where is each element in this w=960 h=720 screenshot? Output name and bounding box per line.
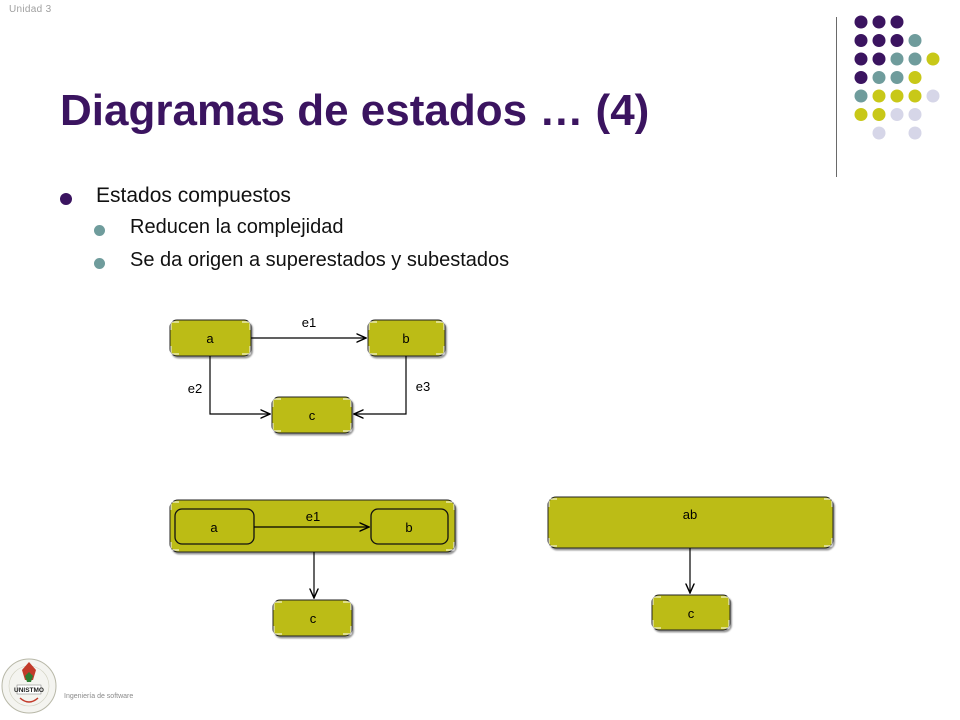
sub-bullet-dot-icon xyxy=(94,258,105,269)
decorative-dot xyxy=(908,108,922,121)
decorative-dot xyxy=(872,15,886,29)
unistmo-logo: UNISTMO xyxy=(1,658,57,714)
decorative-dot xyxy=(872,126,886,140)
state-a-label: a xyxy=(206,331,214,346)
decorative-dot xyxy=(908,89,922,103)
decorative-dot xyxy=(854,89,868,103)
substate-b: b xyxy=(370,508,449,545)
bullet-dot-icon xyxy=(60,193,72,205)
decorative-dot xyxy=(854,34,868,47)
state-c-label: c xyxy=(310,611,317,626)
substate-a-label: a xyxy=(210,520,218,535)
logo-text: UNISTMO xyxy=(14,687,44,694)
footer-course-name: Ingeniería de software xyxy=(64,693,134,700)
superstate-ab: ab xyxy=(547,496,834,549)
decorative-dot xyxy=(890,34,904,47)
superstate-ab-label: ab xyxy=(683,507,697,522)
state-c: c xyxy=(272,599,353,637)
diagram-flat: a b c e1 e2 e3 xyxy=(169,315,446,434)
decorative-dot xyxy=(872,71,886,84)
transition-label: e1 xyxy=(306,509,320,524)
bullet-text: Estados compuestos xyxy=(96,184,291,207)
decorative-dot xyxy=(908,71,922,84)
diagram-superstate-collapsed: ab c xyxy=(547,496,834,631)
decorative-dot xyxy=(854,15,868,29)
transition-arrow xyxy=(354,356,407,414)
transition-label: e3 xyxy=(416,379,430,394)
decorative-dot xyxy=(854,71,868,84)
decorative-dot xyxy=(890,52,904,66)
decorative-dot xyxy=(908,34,922,47)
decorative-dot xyxy=(890,15,904,29)
slide-title: Diagramas de estados … (4) xyxy=(60,86,650,135)
decorative-divider xyxy=(836,17,837,177)
transition-label: e1 xyxy=(302,315,316,330)
state-c: c xyxy=(271,396,353,434)
state-b-label: b xyxy=(402,331,409,346)
sub-bullet-text: Se da origen a superestados y subestados xyxy=(130,249,510,271)
decorative-dot xyxy=(854,52,868,66)
state-a: a xyxy=(169,319,252,357)
sub-bullet-dot-icon xyxy=(94,225,105,236)
decorative-dot xyxy=(872,34,886,47)
decorative-dot xyxy=(872,52,886,66)
decorative-dot xyxy=(890,71,904,84)
decorative-dot xyxy=(908,52,922,66)
decorative-dot-grid xyxy=(854,15,940,140)
sub-bullet-text: Reducen la complejidad xyxy=(130,216,344,238)
decorative-dot xyxy=(872,108,886,121)
decorative-dot xyxy=(908,126,922,140)
decorative-dot xyxy=(926,52,940,66)
state-b: b xyxy=(367,319,446,357)
substate-b-label: b xyxy=(405,520,412,535)
state-c-label: c xyxy=(309,408,316,423)
decorative-dot xyxy=(872,89,886,103)
decorative-dot xyxy=(890,108,904,121)
unit-label: Unidad 3 xyxy=(9,4,52,15)
decorative-dot xyxy=(854,108,868,121)
substate-a: a xyxy=(174,508,255,545)
state-c: c xyxy=(651,594,731,631)
transition-label: e2 xyxy=(188,381,202,396)
state-c-label: c xyxy=(688,606,695,621)
diagram-superstate-expanded: a b e1 c xyxy=(169,499,456,637)
decorative-dot xyxy=(890,89,904,103)
decorative-dot xyxy=(926,89,940,103)
transition-arrow xyxy=(209,356,270,414)
